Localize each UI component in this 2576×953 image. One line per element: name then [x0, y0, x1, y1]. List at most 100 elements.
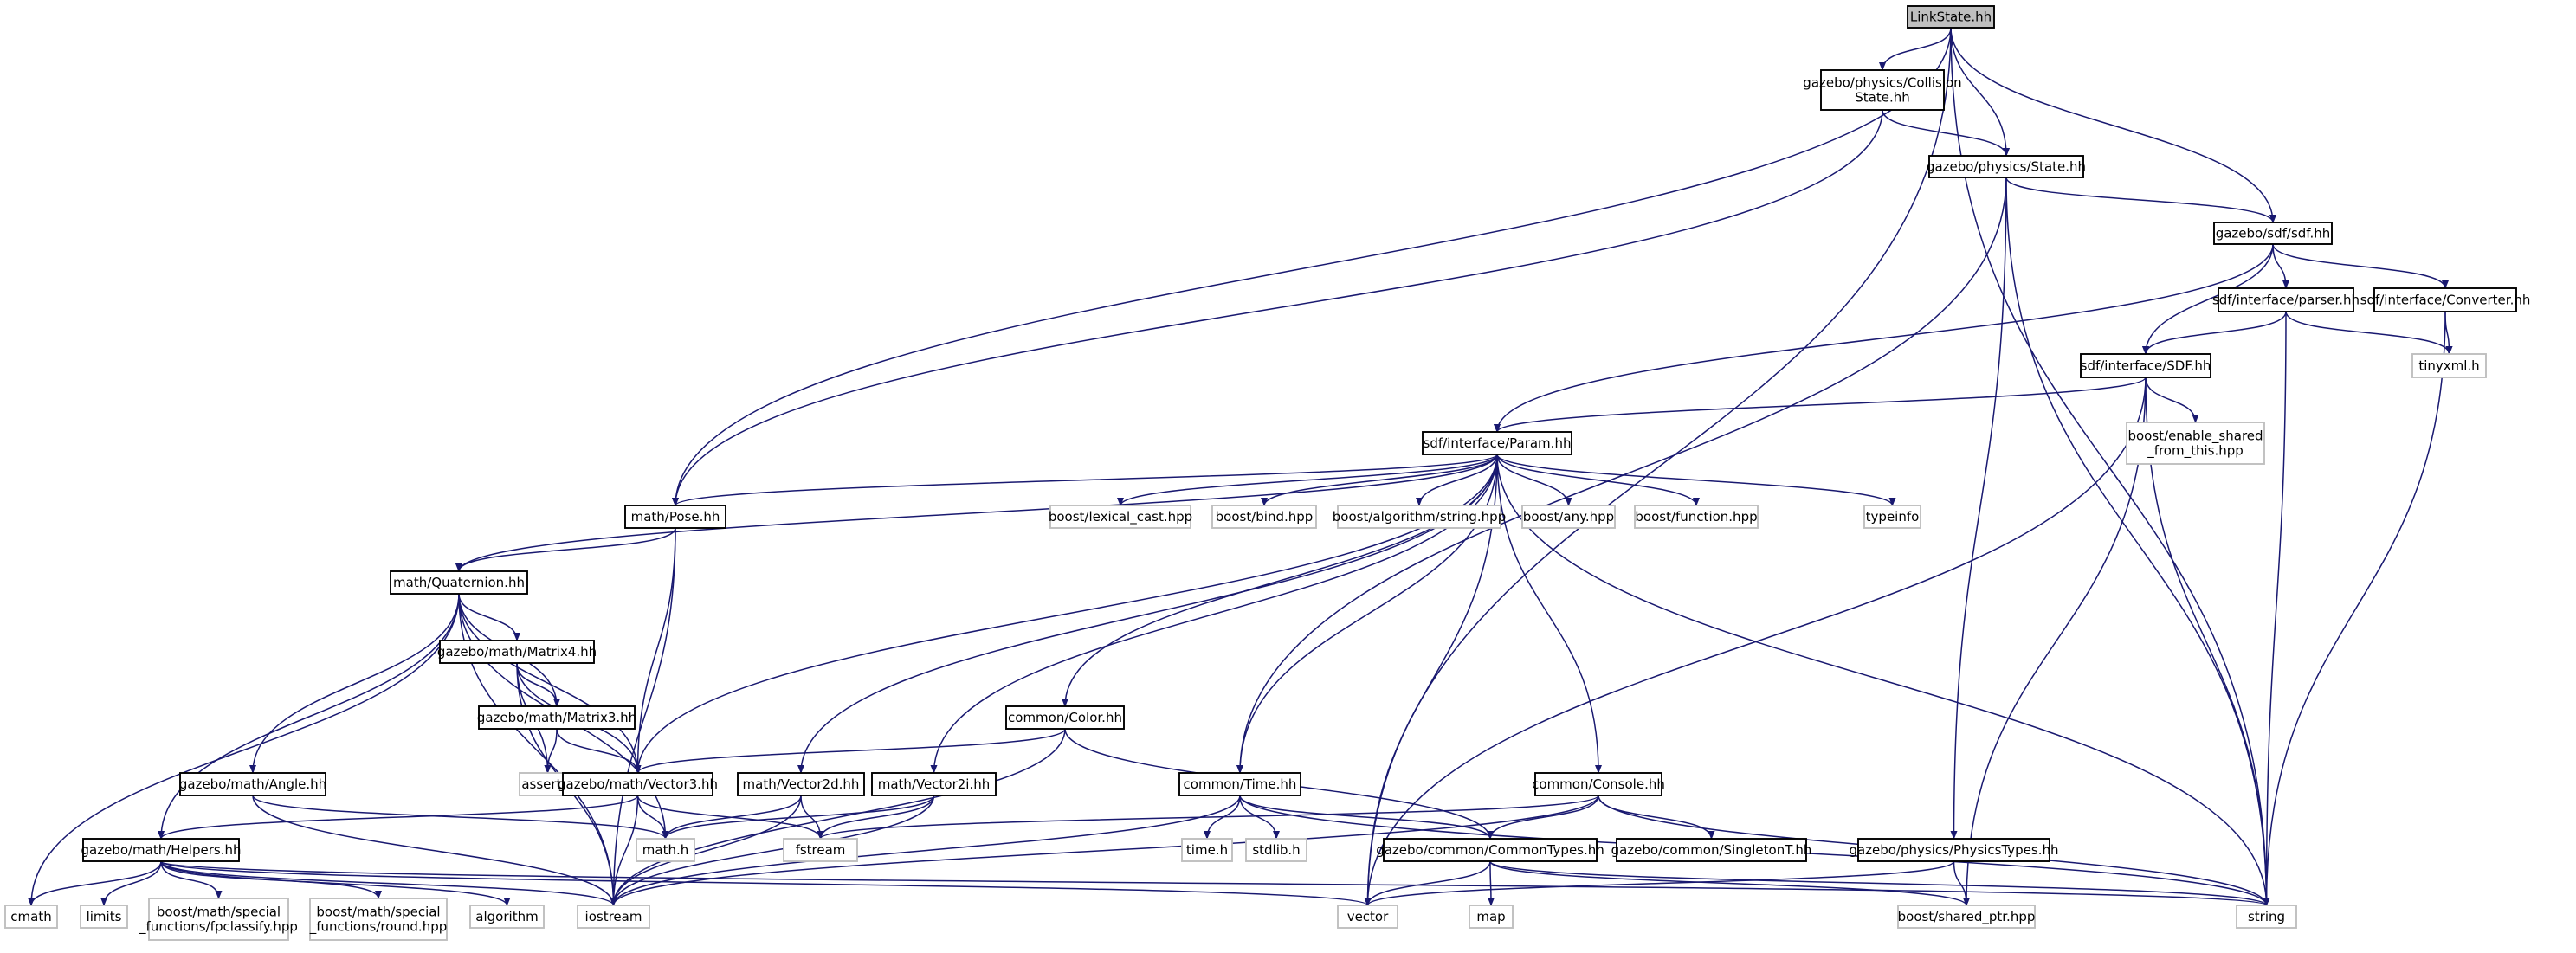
node-shared_ptr[interactable]: boost/shared_ptr.hpp — [1897, 905, 2036, 929]
node-vector3[interactable]: gazebo/math/Vector3.hh — [558, 772, 718, 796]
node-quaternion[interactable]: math/Quaternion.hh — [390, 570, 528, 595]
node-sdf[interactable]: gazebo/sdf/sdf.hh — [2213, 222, 2333, 245]
node-converter[interactable]: sdf/interface/Converter.hh — [2360, 287, 2531, 312]
edge-state-to-string — [2005, 177, 2270, 906]
edge-matrix3-to-asserth — [544, 728, 558, 774]
node-box — [2218, 287, 2354, 312]
node-matrix4[interactable]: gazebo/math/Matrix4.hh — [437, 640, 597, 664]
node-label: math/Vector2i.hh — [878, 776, 991, 792]
node-round[interactable]: boost/math/special_functions/round.hpp — [309, 898, 448, 941]
edge-param-to-console — [1496, 454, 1602, 774]
node-label: gazebo/sdf/sdf.hh — [2216, 226, 2331, 241]
node-vector2i[interactable]: math/Vector2i.hh — [871, 772, 997, 796]
node-algo_string[interactable]: boost/algorithm/string.hpp — [1333, 505, 1506, 529]
node-label: cmath — [10, 909, 51, 924]
edge-quaternion-to-helpers — [158, 593, 460, 840]
node-label: common/Console.hh — [1532, 776, 1665, 792]
node-label: LinkState.hh — [1910, 10, 1992, 25]
node-vector2d[interactable]: math/Vector2d.hh — [737, 772, 865, 796]
node-box — [1820, 69, 1945, 111]
node-timeh[interactable]: time.h — [1181, 838, 1233, 862]
node-parser[interactable]: sdf/interface/parser.hh — [2212, 287, 2360, 312]
edge-time-to-stdlibh — [1239, 795, 1280, 840]
node-sdfhh[interactable]: sdf/interface/SDF.hh — [2080, 353, 2211, 378]
edge-linkstate-to-collisionstate — [1879, 27, 1952, 71]
node-matrix3[interactable]: gazebo/math/Matrix3.hh — [477, 705, 636, 730]
edge-sdfhh-to-string — [2145, 377, 2270, 906]
node-commontypes[interactable]: gazebo/common/CommonTypes.hh — [1376, 838, 1604, 862]
edge-pose-to-iostream — [610, 527, 676, 906]
node-any[interactable]: boost/any.hpp — [1521, 505, 1616, 529]
node-angle[interactable]: gazebo/math/Angle.hh — [179, 772, 326, 796]
edge-pose-to-quaternion — [455, 527, 676, 572]
edge-sdfhh-to-shared_ptr — [1963, 377, 2147, 906]
node-state[interactable]: gazebo/physics/State.hh — [1927, 155, 2086, 178]
node-pose[interactable]: math/Pose.hh — [624, 505, 726, 529]
edge-vector3-to-iostream — [610, 795, 639, 906]
node-map[interactable]: map — [1469, 905, 1514, 929]
node-function[interactable]: boost/function.hpp — [1634, 505, 1759, 529]
node-box — [390, 570, 528, 595]
edge-color-to-vector3 — [634, 728, 1066, 774]
node-label: tinyxml.h — [2418, 358, 2479, 374]
edge-console-to-singleton — [1598, 795, 1715, 840]
node-label: stdlib.h — [1252, 842, 1300, 858]
node-box — [1211, 505, 1317, 529]
node-fpclassify[interactable]: boost/math/special_functions/fpclassify.… — [139, 898, 298, 941]
node-typeinfo[interactable]: typeinfo — [1863, 505, 1921, 529]
node-cmath[interactable]: cmath — [4, 905, 58, 929]
edge-sdf-to-param — [1494, 243, 2274, 433]
edge-param-to-pose — [672, 454, 1498, 506]
node-color[interactable]: common/Color.hh — [1005, 705, 1125, 730]
node-label: math/Pose.hh — [631, 509, 720, 525]
node-vector[interactable]: vector — [1337, 905, 1398, 929]
node-iostream[interactable]: iostream — [577, 905, 650, 929]
edge-state-to-physicstypes — [1950, 177, 2007, 840]
edge-physicstypes-to-vector — [1364, 860, 1955, 906]
node-box — [82, 838, 240, 862]
edge-sdfhh-to-param — [1494, 377, 2147, 433]
node-limits[interactable]: limits — [80, 905, 128, 929]
edge-helpers-to-cmath — [28, 860, 162, 906]
node-singleton[interactable]: gazebo/common/SingletonT.hh — [1611, 838, 1812, 862]
node-label: string — [2248, 909, 2285, 924]
node-string[interactable]: string — [2236, 905, 2297, 929]
edge-collisionstate-to-state — [1882, 109, 2010, 157]
node-box — [2213, 222, 2333, 245]
node-console[interactable]: common/Console.hh — [1532, 772, 1665, 796]
node-bind[interactable]: boost/bind.hpp — [1211, 505, 1317, 529]
node-enable_shared[interactable]: boost/enable_shared_from_this.hpp — [2126, 422, 2265, 465]
node-helpers[interactable]: gazebo/math/Helpers.hh — [81, 838, 242, 862]
nodes-layer: LinkState.hh gazebo/physics/CollisionStat… — [4, 5, 2531, 941]
edge-state-to-sdf — [2005, 177, 2276, 223]
node-label: gazebo/math/Helpers.hh — [81, 842, 241, 858]
node-box — [2373, 287, 2517, 312]
edge-param-to-string — [1496, 454, 2270, 906]
node-stdlibh[interactable]: stdlib.h — [1245, 838, 1307, 862]
edge-param-to-color — [1062, 454, 1498, 707]
node-tinyxml[interactable]: tinyxml.h — [2411, 353, 2487, 378]
edge-commontypes-to-map — [1487, 860, 1495, 906]
node-label: boost/function.hpp — [1635, 509, 1757, 525]
node-box — [469, 905, 545, 929]
node-label: gazebo/physics/PhysicsTypes.hh — [1849, 842, 2058, 858]
node-linkstate[interactable]: LinkState.hh — [1907, 5, 1995, 29]
node-lexical_cast[interactable]: boost/lexical_cast.hpp — [1049, 505, 1192, 529]
node-fstream[interactable]: fstream — [783, 838, 858, 862]
edge-color-to-iostream — [610, 728, 1066, 906]
node-param[interactable]: sdf/interface/Param.hh — [1422, 431, 1572, 455]
node-mathh[interactable]: math.h — [636, 838, 695, 862]
edge-linkstate-to-state — [1950, 27, 2010, 157]
edge-parser-to-sdfhh — [2142, 311, 2287, 355]
edge-time-to-commontypes — [1239, 795, 1494, 840]
edge-param-to-bind — [1261, 454, 1498, 506]
node-algorithm[interactable]: algorithm — [469, 905, 545, 929]
node-label: _from_this.hpp — [2147, 443, 2244, 460]
node-box — [1534, 772, 1662, 796]
edge-time-to-iostream — [610, 795, 1241, 906]
node-label: common/Color.hh — [1008, 710, 1122, 725]
node-time[interactable]: common/Time.hh — [1178, 772, 1301, 796]
node-label: State.hh — [1855, 90, 1910, 106]
node-physicstypes[interactable]: gazebo/physics/PhysicsTypes.hh — [1849, 838, 2059, 862]
